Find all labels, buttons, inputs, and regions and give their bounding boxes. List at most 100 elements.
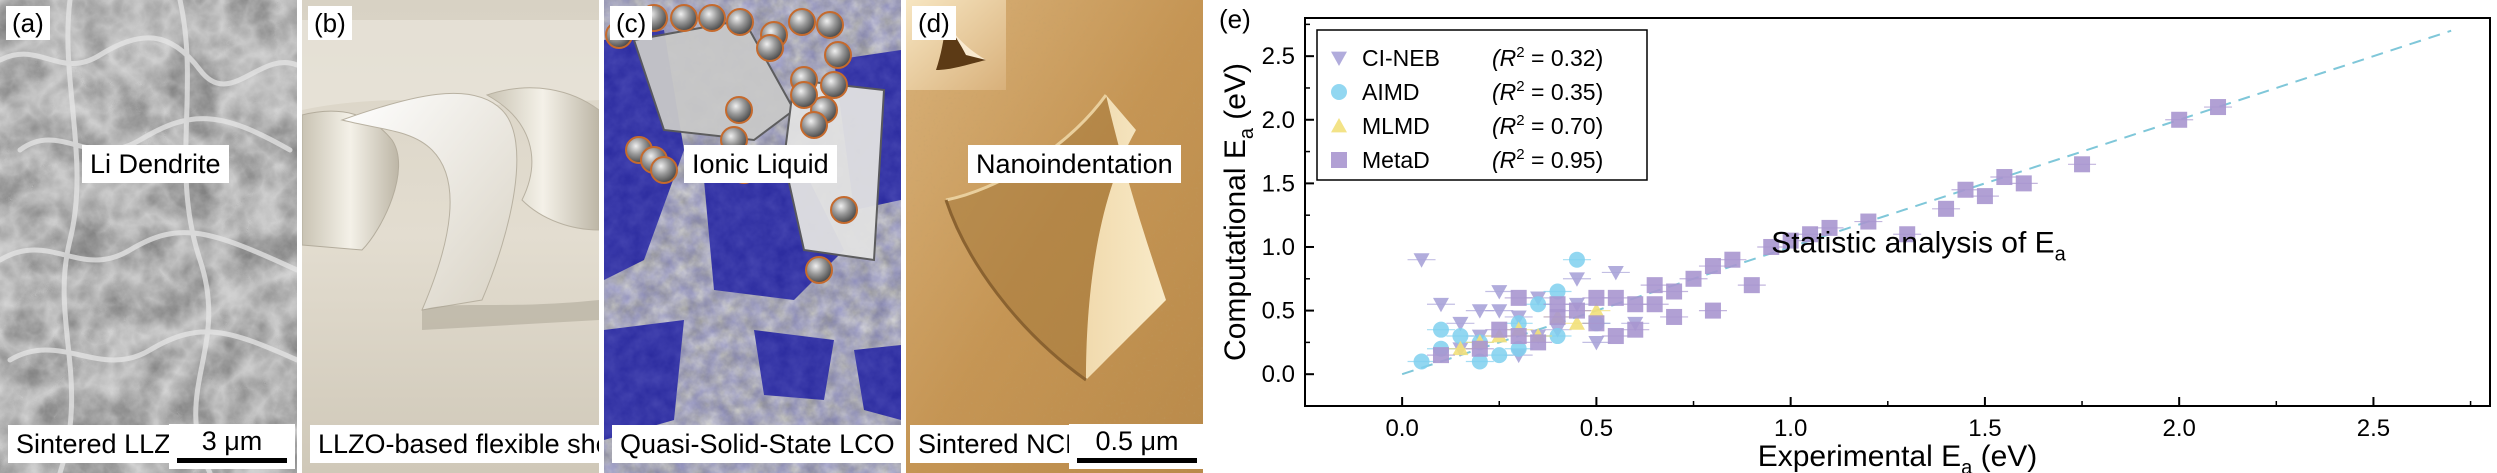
metad-point (1996, 169, 2013, 186)
x-tick-label: 1.0 (1774, 415, 1807, 442)
metad-point (2074, 156, 2091, 173)
legend-aimd-r2: (R2 = 0.35) (1492, 78, 1603, 105)
ci-neb-point (1452, 316, 1469, 332)
y-tick-label: 0.5 (1262, 298, 1295, 325)
ci-neb-point (1413, 253, 1430, 268)
metad-point (1860, 213, 1877, 230)
llzo-flexible-sheet-label: LLZO-based flexible sheet (310, 425, 599, 463)
legend-mlmd-label: MLMD (1362, 113, 1430, 139)
aimd-point (1568, 251, 1585, 268)
legend-box (1316, 29, 1648, 181)
mlmd-point (1588, 302, 1605, 317)
scale-bar-text: 3 μm (201, 426, 263, 456)
scale-bar-line (1077, 458, 1197, 463)
metad-point (1802, 226, 1819, 243)
metad-point (1549, 296, 1566, 313)
metad-point (2015, 175, 2032, 192)
aimd-point (1432, 321, 1449, 338)
scale-bar-0-5um: 0.5 μm (1069, 424, 1203, 469)
metad-point (1471, 340, 1488, 357)
metad-point (1627, 296, 1644, 313)
y-axis-label: Computational Ea (eV) (1219, 63, 1258, 361)
metad-point (1899, 226, 1916, 243)
metad-point (1743, 277, 1760, 294)
aimd-point (1491, 347, 1508, 364)
panel-a-llzo-pellet: (a) Li Dendrite Sintered LLZO Pellet 3 μ… (0, 0, 297, 473)
metad-point (1763, 238, 1780, 255)
metad-point (1704, 302, 1721, 319)
metad-point (1724, 251, 1741, 268)
nanoparticle-4 (726, 8, 754, 36)
nanoparticle-15 (725, 96, 753, 124)
scale-bar-text: 0.5 μm (1095, 426, 1179, 456)
aimd-point (1471, 353, 1488, 370)
nanoparticle-13 (790, 81, 818, 109)
mlmd-point (1452, 340, 1469, 356)
y-tick-label: 2.0 (1262, 107, 1295, 134)
ci-neb-point (1588, 335, 1605, 351)
nanoparticle-14 (800, 111, 828, 139)
nanoparticle-2 (670, 4, 698, 32)
metad-point (1627, 321, 1644, 338)
y-tick-label: 1.0 (1262, 234, 1295, 261)
x-tick-label: 2.5 (2357, 415, 2390, 442)
nanoparticle-22 (830, 196, 858, 224)
metad-point (1782, 232, 1799, 249)
scale-bar-line (177, 458, 287, 463)
panel-c-lco-cathode: (c) Ionic Liquid Quasi-Solid-State LCO C… (604, 0, 901, 473)
ionic-liquid-label: Ionic Liquid (684, 145, 837, 183)
nanoparticle-8 (824, 41, 852, 69)
metad-point (1685, 270, 1702, 287)
nanoparticle-7 (816, 11, 844, 39)
nanoindentation-afm-image (906, 0, 1203, 473)
metad-point (1957, 181, 1974, 198)
panel-e-label: (e) (1213, 2, 1257, 36)
metad-point (1976, 188, 1993, 205)
metad-point (1646, 296, 1663, 313)
metad-point (2210, 99, 2227, 116)
ci-neb-point (1491, 285, 1508, 300)
metad-point (1646, 277, 1663, 294)
ci-neb-point (1607, 266, 1624, 281)
statistic-analysis-annotation: Statistic analysis of Ea (1771, 227, 2066, 266)
x-tick-label: 0.0 (1385, 415, 1418, 442)
panel-d-ncm-cathode: (d) Nanoindentation Sintered NCM Cathode… (906, 0, 1203, 473)
nanoparticle-11 (820, 71, 848, 99)
nanoparticle-9 (756, 34, 784, 62)
aimd-point (1452, 328, 1469, 345)
metad-point (1588, 315, 1605, 332)
ci-neb-point (1491, 304, 1508, 319)
legend-mlmd-r2: (R2 = 0.70) (1492, 112, 1603, 139)
llzo-pellet-sem-image (0, 0, 297, 473)
panel-a-label: (a) (6, 6, 50, 40)
metad-point (1491, 321, 1508, 338)
metad-point (1530, 334, 1547, 351)
legend-ci-neb-marker (1331, 51, 1347, 66)
nanoparticle-6 (788, 8, 816, 36)
legend-metad-marker (1331, 152, 1347, 168)
metad-point (1821, 219, 1838, 236)
y-tick-label: 1.5 (1262, 170, 1295, 197)
panel-b-label: (b) (308, 6, 352, 40)
mlmd-point (1568, 315, 1585, 330)
legend-aimd-label: AIMD (1362, 79, 1420, 105)
nanoindentation-label: Nanoindentation (968, 145, 1181, 183)
x-tick-label: 1.5 (1968, 415, 2001, 442)
nanoparticle-3 (698, 4, 726, 32)
metad-point (1588, 289, 1605, 306)
x-tick-label: 2.0 (2162, 415, 2195, 442)
metad-point (1666, 283, 1683, 300)
y-tick-label: 2.5 (1262, 43, 1295, 70)
nanoparticle-21 (805, 256, 833, 284)
metad-point (2171, 111, 2188, 128)
metad-point (1510, 289, 1527, 306)
panel-c-label: (c) (610, 6, 653, 40)
lco-cathode-sem-image (604, 0, 901, 473)
metad-point (1510, 328, 1527, 345)
flexible-sheet-photo (302, 0, 599, 473)
metad-point (1607, 289, 1624, 306)
aimd-point (1549, 328, 1566, 345)
y-tick-label: 0.0 (1262, 361, 1295, 388)
metad-point (1607, 328, 1624, 345)
